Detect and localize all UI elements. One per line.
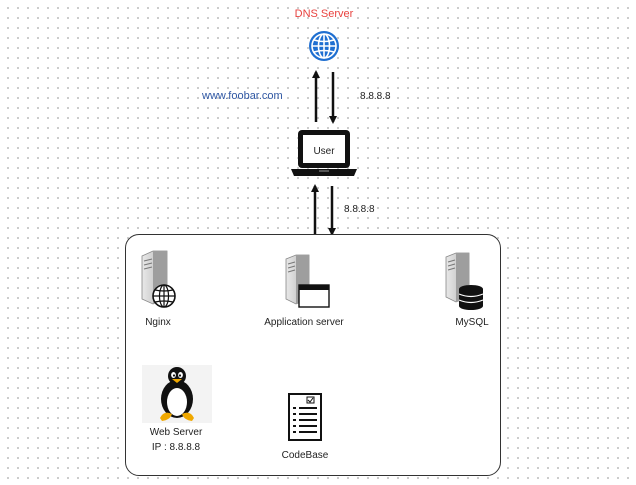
nginx-server-icon [139, 250, 179, 315]
dns-response-ip-label: 8.8.8.8 [360, 91, 391, 102]
mysql-server-icon [445, 252, 487, 315]
user-server-ip-label: 8.8.8.8 [344, 204, 375, 215]
codebase-label: CodeBase [281, 450, 329, 461]
linux-tux-icon [142, 365, 212, 423]
globe-icon [307, 29, 341, 68]
codebase-checklist-icon [287, 392, 327, 449]
user-label: User [313, 146, 335, 157]
web-server-name-label: Web Server [149, 427, 203, 438]
app-server-label: Application server [264, 317, 344, 328]
web-server-ip-label: IP : 8.8.8.8 [151, 442, 201, 453]
laptop-icon [290, 127, 358, 184]
dns-server-label: DNS Server [294, 8, 354, 20]
nginx-label: Nginx [145, 317, 171, 328]
domain-label: www.foobar.com [202, 90, 283, 102]
app-server-icon [285, 254, 331, 315]
mysql-label: MySQL [455, 317, 489, 328]
